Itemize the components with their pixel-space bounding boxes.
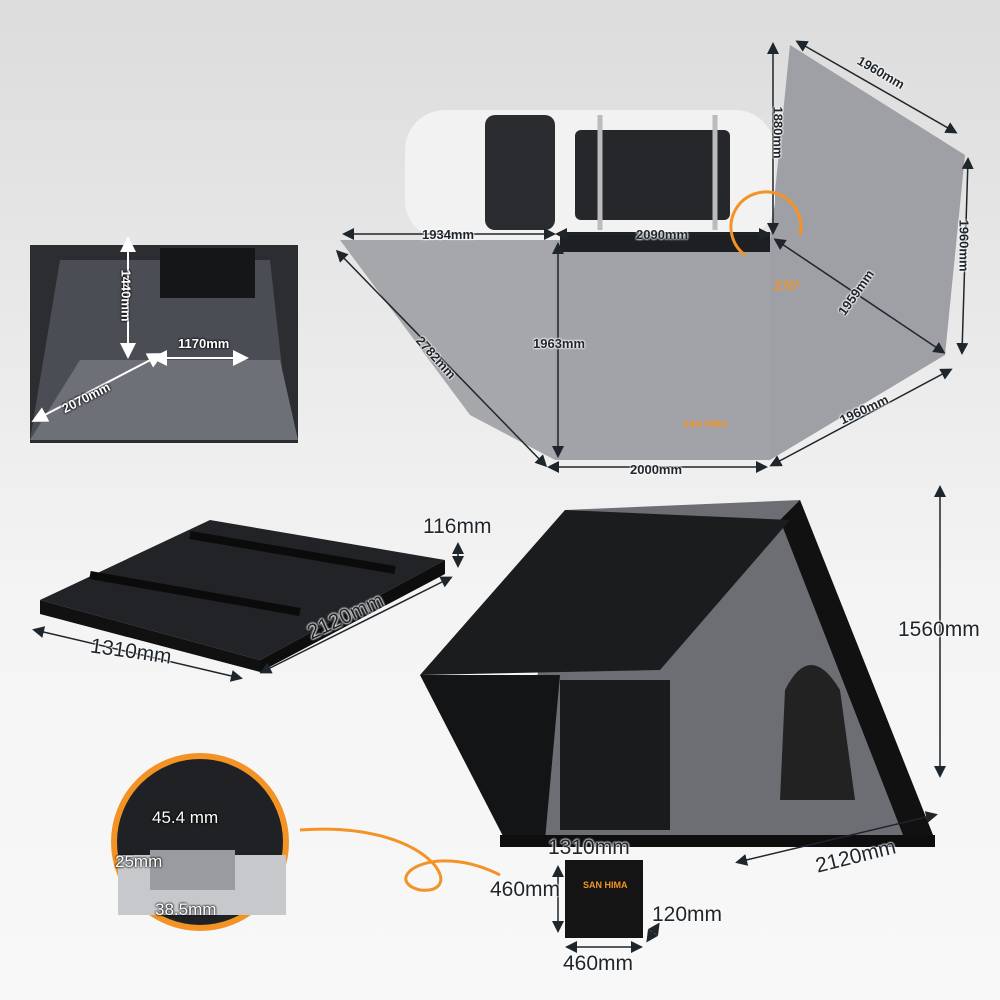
dim-folded-thickness: 116mm [423,515,492,538]
dim-rail-top-width: 45.4 mm [152,808,219,827]
dim-awning-height-top: 1880mm [770,106,786,159]
dim-awning-bottom: 2000mm [630,462,683,477]
open-tent [420,485,946,866]
dim-tent-height: 1560mm [898,618,980,641]
awning-logo: SAN HIMA [683,419,728,429]
connector-arrow [299,827,501,892]
dim-bag-height: 460mm [490,878,561,901]
storage-bag [552,860,660,953]
dim-awning-depth: 1963mm [533,336,586,351]
dim-car-length: 2090mm [636,227,689,242]
dim-awning-right-side: 1960mm [956,219,972,272]
dim-bag-depth: 120mm [652,903,723,926]
dim-awning-left-extension: 1934mm [422,227,475,242]
interior-photo [30,236,298,443]
dim-tent-width: 1310mm [548,836,630,859]
dim-rail-height: 25mm [115,852,163,871]
dim-bag-width: 460mm [563,952,634,975]
rail-detail-circle [111,753,501,931]
dim-interior-height: 1440mm [118,269,134,322]
rotation-label: 270° [774,278,801,293]
dim-rail-bottom-width: 38.5mm [155,900,217,919]
rotation-arrow [729,190,803,257]
folded-tent [32,520,464,682]
dim-interior-width: 1170mm [178,336,230,351]
bag-logo: SAN HIMA [583,880,628,890]
awning-diagram [335,40,974,473]
